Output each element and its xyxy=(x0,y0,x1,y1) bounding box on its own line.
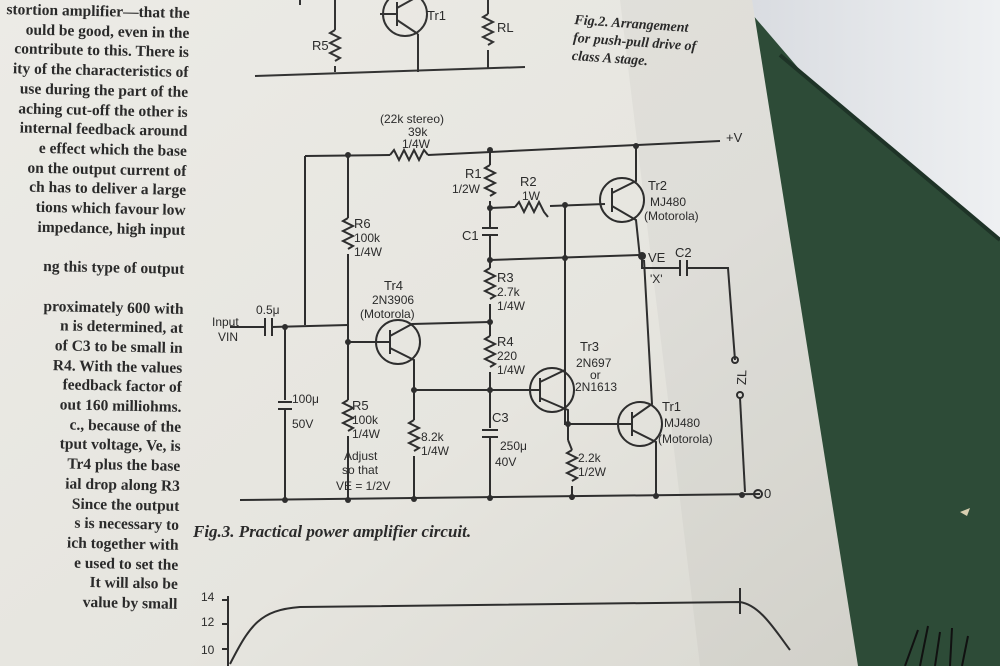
fig2-tr1-label: Tr1 xyxy=(427,8,446,23)
background-paper xyxy=(740,0,1000,240)
label-c3-val: 250μ xyxy=(500,439,527,453)
paper-edge-shadow xyxy=(778,53,1000,242)
label-r4-w: 1/4W xyxy=(497,363,526,377)
graph-tick-10: 10 xyxy=(201,643,215,657)
label-82k: 8.2k xyxy=(421,430,445,444)
label-tr1-part: MJ480 xyxy=(664,416,700,430)
label-zero: 0 xyxy=(764,486,771,501)
ground-terminal xyxy=(753,489,763,499)
clutter-objects xyxy=(904,625,969,666)
label-tr2-mfr: (Motorola) xyxy=(644,209,699,223)
label-r5-w: 1/4W xyxy=(352,427,381,441)
label-ve: VE xyxy=(648,250,666,265)
label-22k-w: 1/2W xyxy=(578,465,607,479)
label-tr4-mfr: (Motorola) xyxy=(360,307,415,321)
label-r3-val: 2.7k xyxy=(497,285,521,299)
label-c3-v: 40V xyxy=(495,455,516,469)
debris-speck xyxy=(960,508,970,516)
label-cin: 0.5μ xyxy=(256,303,280,317)
label-r1-w: 1/2W xyxy=(452,182,481,196)
label-r1: R1 xyxy=(465,166,482,181)
label-c3: C3 xyxy=(492,410,509,425)
label-tr3: Tr3 xyxy=(580,339,599,354)
body-line: internal feedback around xyxy=(19,119,188,141)
label-39k-w: 1/4W xyxy=(402,137,431,151)
label-adjust-1: Adjust xyxy=(344,449,378,463)
label-adjust-2: so that xyxy=(342,463,379,477)
label-r6: R6 xyxy=(354,216,371,231)
label-r2: R2 xyxy=(520,174,537,189)
graph-fragment xyxy=(222,588,791,666)
graph-tick-12: 12 xyxy=(201,615,215,629)
label-tr1: Tr1 xyxy=(662,399,681,414)
label-r6-val: 100k xyxy=(354,231,381,245)
fig3-caption: Fig.3. Practical power amplifier circuit… xyxy=(193,522,472,541)
label-r3: R3 xyxy=(497,270,514,285)
page-sheet xyxy=(0,0,858,666)
label-22k: 2.2k xyxy=(578,451,602,465)
label-c2: C2 xyxy=(675,245,692,260)
label-tr2: Tr2 xyxy=(648,178,667,193)
label-stereo: (22k stereo) xyxy=(380,112,444,126)
fig2-caption: Fig.2. Arrangement for push-pull drive o… xyxy=(571,12,698,74)
label-r6-w: 1/4W xyxy=(354,245,383,259)
label-vplus: +V xyxy=(726,130,743,145)
label-tr4: Tr4 xyxy=(384,278,403,293)
body-line: value by small xyxy=(82,593,178,613)
label-zl: ZL xyxy=(734,370,750,386)
label-x: 'X' xyxy=(650,272,663,286)
label-39k: 39k xyxy=(408,125,428,139)
label-c100-v: 50V xyxy=(292,417,313,431)
label-tr2-part: MJ480 xyxy=(650,195,686,209)
label-r4: R4 xyxy=(497,334,514,349)
label-r5: R5 xyxy=(352,398,369,413)
label-r3-w: 1/4W xyxy=(497,299,526,313)
label-82k-w: 1/4W xyxy=(421,444,450,458)
junction-dots xyxy=(282,143,745,503)
fig2-r5-label: R5 xyxy=(312,38,329,53)
body-text-column: stortion amplifier—that the ould be good… xyxy=(0,0,190,615)
label-vin: VIN xyxy=(218,330,238,344)
label-adjust-3: VE = 1/2V xyxy=(336,479,390,493)
label-input: Input xyxy=(212,315,239,329)
label-tr3-part2: 2N1613 xyxy=(575,380,617,394)
label-tr4-part: 2N3906 xyxy=(372,293,414,307)
fig2-fragment xyxy=(254,0,526,77)
fig2-rl-label: RL xyxy=(497,20,514,35)
graph-tick-14: 14 xyxy=(201,590,215,604)
label-c100: 100μ xyxy=(292,392,319,406)
label-tr3-or: or xyxy=(590,368,601,382)
label-r5-val: 100k xyxy=(352,413,379,427)
label-c1: C1 xyxy=(462,228,479,243)
label-r2-w: 1W xyxy=(522,189,541,203)
label-r4-val: 220 xyxy=(497,349,517,363)
label-tr3-part: 2N697 xyxy=(576,356,612,370)
label-tr1-mfr: (Motorola) xyxy=(658,432,713,446)
